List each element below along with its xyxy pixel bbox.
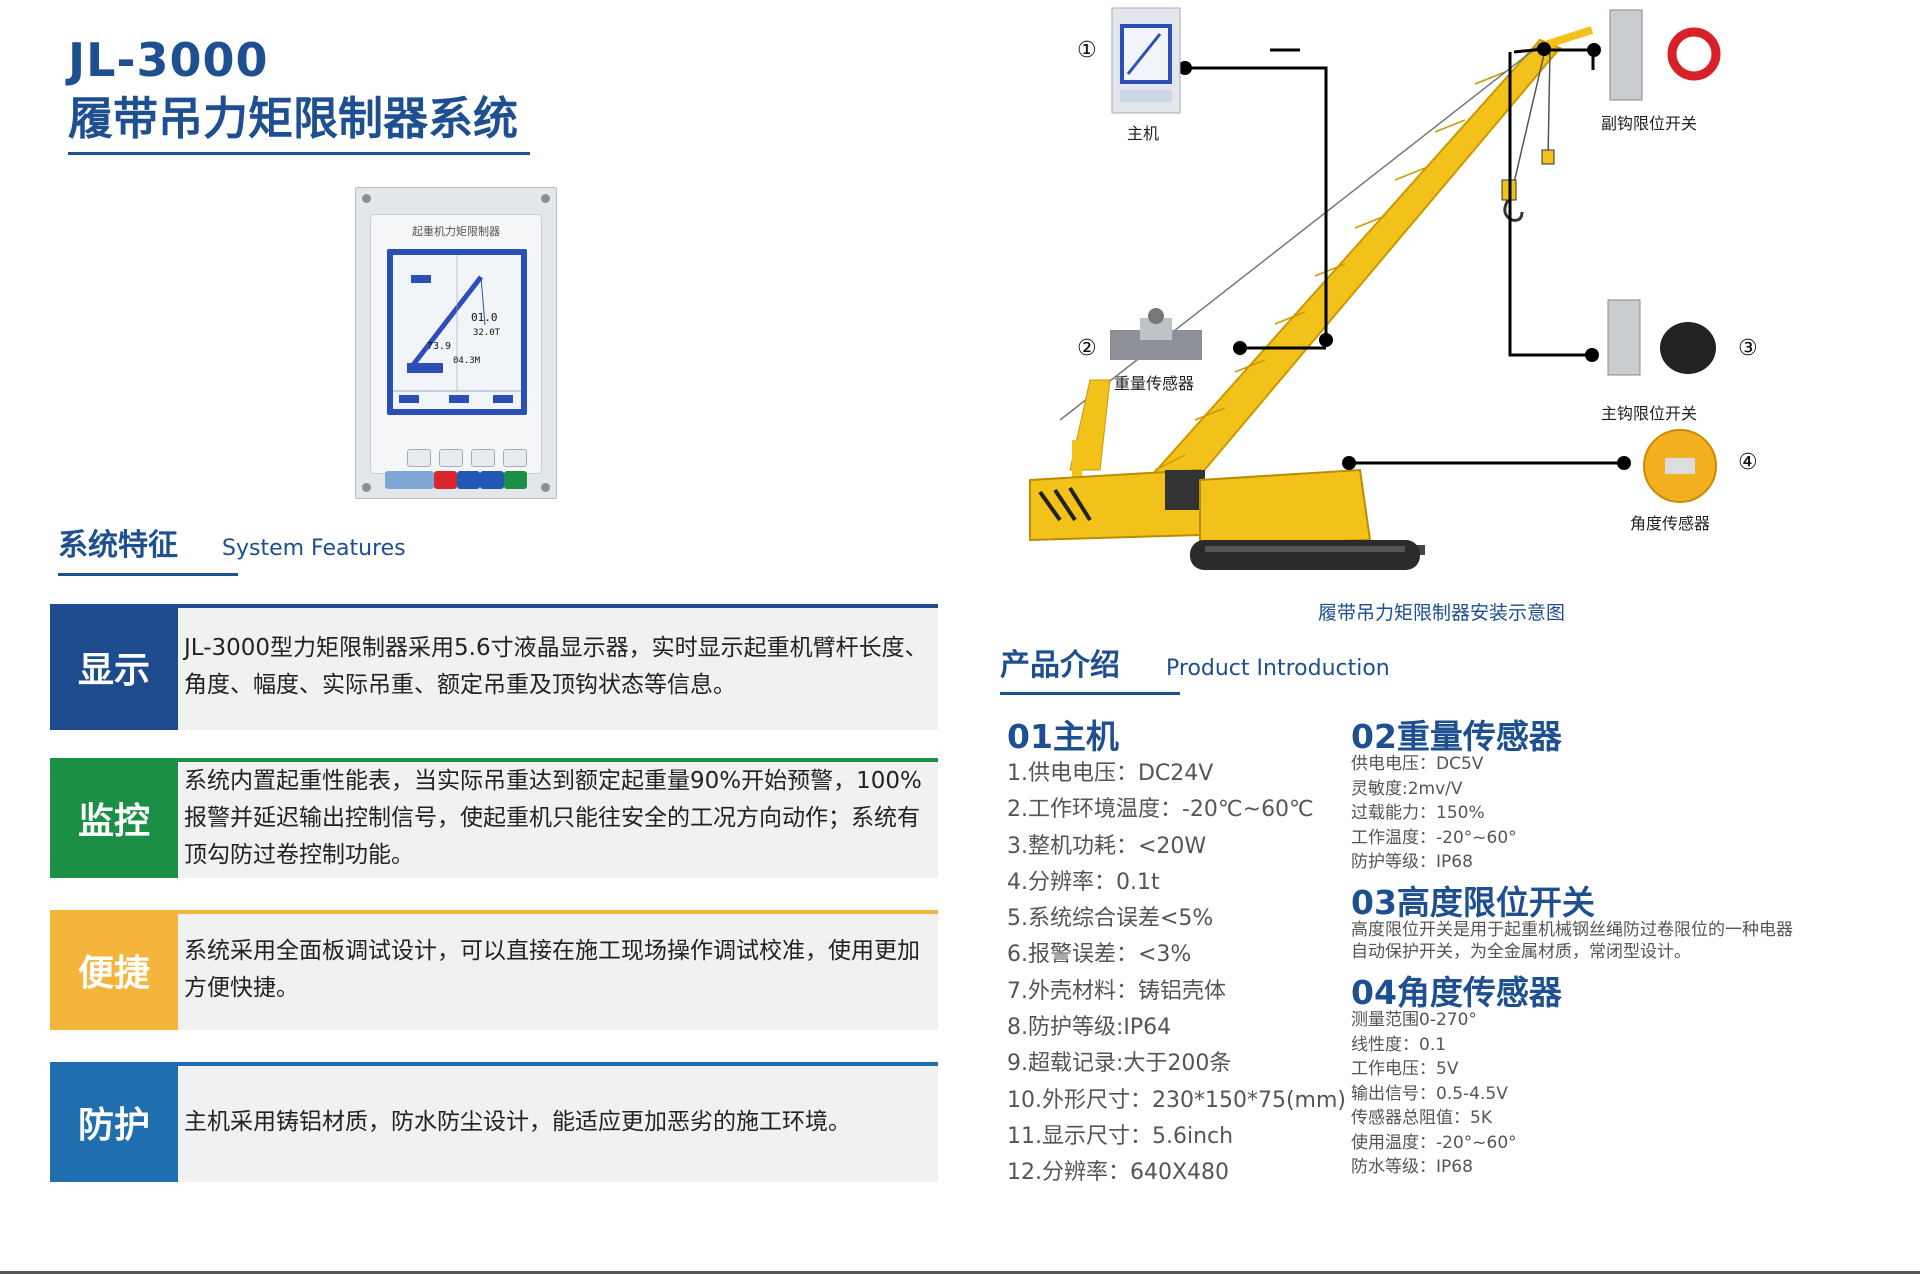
feature-tag: 防护 — [50, 1062, 178, 1182]
lcd-value: 73.9 — [427, 341, 451, 352]
label-main-hook-switch: 主钩限位开关 — [1601, 404, 1698, 423]
feature-tag: 便捷 — [50, 910, 178, 1030]
features-heading-en: System Features — [222, 536, 406, 561]
feature-monitor: 监控 系统内置起重性能表，当实际吊重达到额定起重量90%开始预警，100%报警并… — [50, 758, 938, 878]
spec-item: 输出信号：0.5-4.5V — [1351, 1083, 1508, 1104]
features-heading: 系统特征 System Features — [58, 520, 406, 564]
down-key — [480, 471, 504, 489]
screw-icon — [541, 194, 550, 203]
angle-sensor-spec-list: 测量范围0-270° 线性度：0.1 工作电压：5V 输出信号：0.5-4.5V… — [1351, 1008, 1517, 1180]
device-lcd: 01.0 32.0T 73.9 04.3M — [387, 249, 527, 415]
feature-text: 系统采用全面板调试设计，可以直接在施工现场操作调试校准，使用更加方便快捷。 — [184, 938, 920, 1001]
diagram-caption: 履带吊力矩限制器安装示意图 — [1318, 602, 1566, 624]
spec-item: 测量范围0-270° — [1351, 1010, 1477, 1030]
spec-item: 2.工作环境温度：-20℃~60℃ — [1007, 797, 1314, 823]
angle-sensor-title: 04角度传感器 — [1351, 973, 1562, 1012]
diagram-number: ④ — [1738, 450, 1758, 475]
feature-display: 显示 JL-3000型力矩限制器采用5.6寸液晶显示器，实时显示起重机臂杆长度、… — [50, 604, 938, 730]
page-bottom-border — [0, 1271, 1920, 1274]
features-heading-cn: 系统特征 — [58, 528, 178, 563]
spec-item: 4.分辨率：0.1t — [1007, 869, 1160, 895]
product-heading-cn: 产品介绍 — [1000, 648, 1120, 683]
spec-item: 3.整机功耗：<20W — [1007, 833, 1207, 859]
installation-diagram: ① 主机 ② 重量传感器 副钩限位开关 ③ 主钩限位开关 ④ 角度传感器 — [1000, 0, 1920, 640]
device-panel: 起重机力矩限制器 01.0 32.0T 73.9 04.3M — [370, 214, 542, 489]
label-host: 主机 — [1127, 124, 1160, 143]
label-weight-sensor: 重量传感器 — [1114, 374, 1195, 393]
spec-item: 5.系统综合误差<5% — [1007, 906, 1214, 932]
spec-item: 防水等级：IP68 — [1351, 1157, 1473, 1177]
feature-text: 系统内置起重性能表，当实际吊重达到额定起重量90%开始预警，100%报警并延迟输… — [184, 767, 922, 868]
title-block: JL-3000 履带吊力矩限制器系统 — [68, 30, 530, 155]
weight-sensor-title: 02重量传感器 — [1351, 717, 1562, 756]
spec-item: 7.外壳材料：铸铝壳体 — [1007, 978, 1226, 1004]
spec-item: 6.报警误差：<3% — [1007, 942, 1192, 968]
crawler-crane-icon — [1029, 7, 1721, 570]
label-angle-sensor: 角度传感器 — [1630, 514, 1711, 533]
height-switch-text: 高度限位开关是用于起重机械钢丝绳防过卷限位的一种电器自动保护开关，为全金属材质，… — [1351, 920, 1793, 962]
feature-protection: 防护 主机采用铸铝材质，防水防尘设计，能适应更加恶劣的施工环境。 — [50, 1062, 938, 1182]
spec-item: 供电电压：DC5V — [1351, 754, 1484, 774]
f2-key — [439, 449, 463, 467]
spec-item: 12.分辨率：640X480 — [1007, 1160, 1230, 1186]
device-panel-title: 起重机力矩限制器 — [412, 225, 500, 238]
product-heading: 产品介绍 Product Introduction — [1000, 640, 1390, 684]
spec-item: 8.防护等级:IP64 — [1007, 1015, 1172, 1041]
screw-icon — [541, 483, 550, 492]
diagram-number: ① — [1077, 38, 1097, 63]
spec-item: 10.外形尺寸：230*150*75(mm) — [1007, 1087, 1346, 1113]
screw-icon — [362, 483, 371, 492]
page-title: 履带吊力矩限制器系统 — [68, 90, 530, 155]
host-device-image: 起重机力矩限制器 01.0 32.0T 73.9 04.3M — [355, 187, 557, 499]
feature-tag: 显示 — [50, 604, 178, 730]
screw-icon — [362, 194, 371, 203]
feature-convenient: 便捷 系统采用全面板调试设计，可以直接在施工现场操作调试校准，使用更加方便快捷。 — [50, 910, 938, 1030]
product-model: JL-3000 — [68, 33, 269, 87]
spec-item: 线性度：0.1 — [1351, 1034, 1447, 1055]
spec-item: 使用温度：-20°~60° — [1351, 1132, 1517, 1153]
f1-key — [407, 449, 431, 467]
spec-item: 过载能力：150% — [1351, 803, 1485, 823]
host-title: 01主机 — [1007, 717, 1119, 756]
warning-key — [503, 449, 527, 467]
product-heading-underline — [1000, 692, 1180, 695]
up-key — [456, 471, 481, 489]
spec-item: 工作温度：-20°~60° — [1351, 827, 1517, 848]
lcd-value: 04.3M — [453, 356, 481, 366]
lcd-value: 01.0 — [471, 311, 498, 324]
weight-sensor-spec-list: 供电电压：DC5V 灵敏度:2mv/V 过载能力：150% 工作温度：-20°~… — [1351, 752, 1517, 875]
host-spec-list: 1.供电电压：DC24V 2.工作环境温度：-20℃~60℃ 3.整机功耗：<2… — [1007, 756, 1346, 1192]
mute-key — [471, 449, 495, 467]
spec-item: 11.显示尺寸：5.6inch — [1007, 1123, 1234, 1149]
product-heading-en: Product Introduction — [1166, 656, 1390, 681]
feature-text: 主机采用铸铝材质，防水防尘设计，能适应更加恶劣的施工环境。 — [184, 1108, 851, 1135]
lcd-crane-icon: 01.0 32.0T 73.9 04.3M — [393, 255, 521, 403]
features-heading-underline — [58, 573, 238, 576]
spec-item: 灵敏度:2mv/V — [1351, 778, 1463, 799]
status-leds — [385, 471, 434, 489]
spec-item: 传感器总阻值：5K — [1351, 1108, 1492, 1128]
ok-key — [503, 471, 527, 489]
spec-item: 9.超载记录:大于200条 — [1007, 1051, 1232, 1077]
feature-text: JL-3000型力矩限制器采用5.6寸液晶显示器，实时显示起重机臂杆长度、角度、… — [184, 635, 928, 698]
spec-item: 防护等级：IP68 — [1351, 852, 1473, 872]
feature-tag: 监控 — [50, 758, 178, 878]
stop-key — [433, 471, 457, 489]
spec-item: 1.供电电压：DC24V — [1007, 761, 1214, 786]
diagram-number: ② — [1077, 336, 1097, 361]
spec-item: 工作电压：5V — [1351, 1059, 1459, 1079]
diagram-number: ③ — [1738, 336, 1758, 361]
lcd-value: 32.0T — [473, 328, 501, 338]
height-switch-title: 03高度限位开关 — [1351, 883, 1595, 922]
label-aux-hook-switch: 副钩限位开关 — [1601, 114, 1698, 133]
